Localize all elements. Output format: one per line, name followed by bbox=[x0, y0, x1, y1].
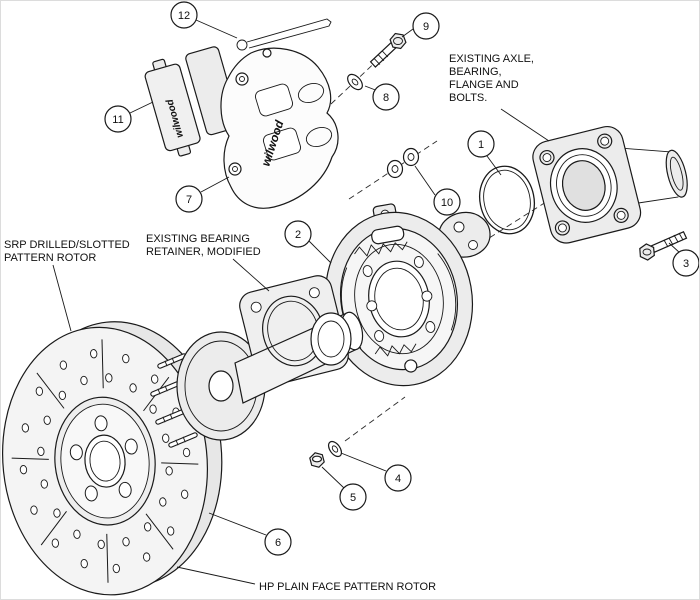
rotor-slots bbox=[11, 339, 199, 583]
rotor-lug-holes bbox=[69, 415, 138, 502]
label-hp-rotor: HP PLAIN FACE PATTERN ROTOR bbox=[259, 581, 436, 593]
bleed-screw bbox=[262, 48, 272, 58]
washer-4 bbox=[327, 440, 343, 458]
callout-1: 1 bbox=[467, 130, 495, 158]
text-labels: EXISTING AXLE, BEARING, FLANGE AND BOLTS… bbox=[4, 53, 534, 593]
label-srp-rotor-line1: SRP DRILLED/SLOTTED bbox=[4, 239, 130, 251]
callout-1-number: 1 bbox=[478, 139, 484, 151]
wheel-cylinder bbox=[371, 225, 405, 245]
wheel-studs bbox=[150, 353, 198, 448]
callout-3: 3 bbox=[672, 249, 699, 277]
label-retainer-note-line2: RETAINER, MODIFIED bbox=[146, 246, 261, 258]
retaining-pin bbox=[236, 18, 332, 51]
label-axle-note-line1: EXISTING AXLE, bbox=[449, 53, 534, 65]
callout-2: 2 bbox=[284, 220, 312, 248]
callout-6-number: 6 bbox=[275, 537, 281, 549]
callout-7: 7 bbox=[175, 185, 203, 213]
callout-10: 10 bbox=[433, 188, 461, 216]
callout-10-number: 10 bbox=[441, 197, 453, 209]
axle-bearing bbox=[310, 312, 352, 366]
return-spring-top bbox=[354, 241, 408, 257]
washers-10 bbox=[386, 147, 420, 179]
callout-8: 8 bbox=[372, 83, 400, 111]
leader-lines bbox=[52, 19, 681, 585]
callout-9-number: 9 bbox=[423, 21, 429, 33]
adjuster bbox=[404, 359, 418, 373]
label-retainer-note-line1: EXISTING BEARING bbox=[146, 233, 250, 245]
callout-4-number: 4 bbox=[395, 473, 401, 485]
callout-4: 4 bbox=[384, 464, 412, 492]
rotor-drill-holes bbox=[19, 349, 191, 574]
flange-bolts bbox=[539, 133, 629, 236]
nut-5 bbox=[309, 452, 325, 468]
callout-8-number: 8 bbox=[383, 92, 389, 104]
bolt-9 bbox=[369, 32, 407, 68]
callout-11: 11 bbox=[104, 105, 132, 133]
label-axle-note-line2: BEARING, bbox=[449, 66, 502, 78]
axle-flange-housing bbox=[532, 125, 688, 244]
callout-11-number: 11 bbox=[112, 114, 123, 126]
label-axle-note-line3: FLANGE AND bbox=[449, 79, 519, 91]
callout-3-number: 3 bbox=[683, 258, 689, 270]
callout-5-number: 5 bbox=[350, 492, 356, 504]
callout-12-number: 12 bbox=[178, 10, 190, 22]
label-axle-note-line4: BOLTS. bbox=[449, 92, 487, 104]
callout-2-number: 2 bbox=[295, 229, 301, 241]
brake-shoe-right bbox=[437, 253, 457, 331]
label-srp-rotor-line2: PATTERN ROTOR bbox=[4, 252, 96, 264]
callout-7-number: 7 bbox=[186, 194, 192, 206]
callout-5: 5 bbox=[339, 483, 367, 511]
callout-6: 6 bbox=[264, 528, 292, 556]
callout-9: 9 bbox=[412, 12, 440, 40]
return-spring-bottom bbox=[374, 343, 417, 357]
callout-12: 12 bbox=[170, 1, 198, 29]
o-ring bbox=[479, 165, 535, 235]
caliper: wilwood bbox=[220, 47, 339, 209]
washer-8 bbox=[347, 73, 363, 91]
rotor-center-bore bbox=[84, 434, 126, 488]
bolt-3 bbox=[639, 231, 688, 261]
